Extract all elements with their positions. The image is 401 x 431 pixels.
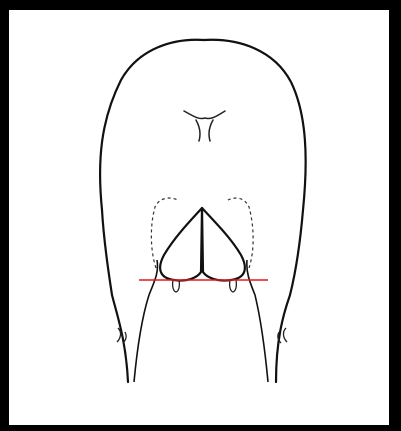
udder-right-half [202, 208, 245, 281]
left-teat [173, 280, 180, 292]
left-leg-inner [134, 260, 158, 382]
tail-head-mark [184, 111, 225, 141]
right-leg-inner [247, 260, 268, 382]
udder-dashed-left [151, 198, 178, 268]
udder-dashed-right [228, 198, 253, 268]
figure-canvas [9, 10, 389, 425]
right-teat [230, 280, 237, 292]
cow-rear-diagram [9, 10, 389, 425]
udder-left-half [160, 208, 202, 281]
